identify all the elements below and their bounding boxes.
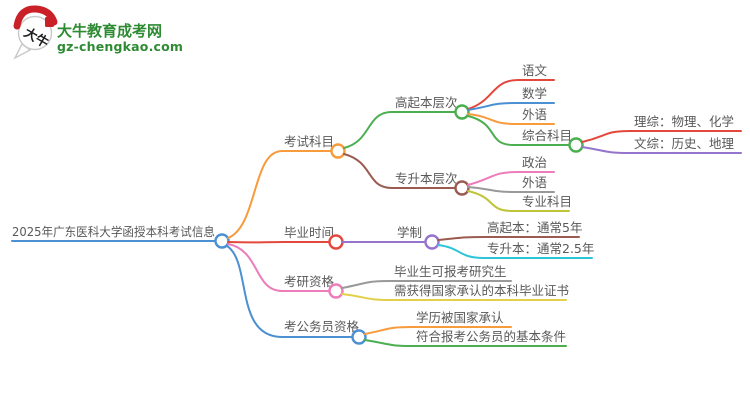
branch-chinese bbox=[467, 79, 555, 110]
node-circle-comprehensive-subject bbox=[568, 137, 584, 153]
speech-bubble-icon bbox=[17, 15, 53, 51]
label-math: 数学 bbox=[522, 86, 547, 101]
label-exam-subjects: 考试科目 bbox=[284, 134, 334, 149]
node-circle-civil-service-eligibility bbox=[351, 329, 367, 345]
label-gaoqiben-years: 高起本：通常5年 bbox=[487, 220, 582, 235]
label-foreign-language-2: 外语 bbox=[522, 175, 547, 190]
logo-red-arc bbox=[13, 5, 58, 30]
node-circle-exam-subjects bbox=[330, 143, 346, 159]
branch-foreign-language-1 bbox=[467, 113, 555, 125]
seal-stamp-icon bbox=[45, 17, 54, 27]
label-civil-service-eligibility: 考公务员资格 bbox=[284, 319, 360, 334]
branch-math bbox=[467, 102, 555, 111]
branch-science-comprehensive bbox=[581, 130, 742, 143]
label-science-comprehensive: 理综：物理、化学 bbox=[634, 114, 734, 129]
branch-zhuanshengben-years bbox=[437, 244, 593, 259]
label-postgrad-eligibility: 考研资格 bbox=[284, 274, 335, 289]
label-graduation-time: 毕业时间 bbox=[284, 225, 334, 240]
branch-politics bbox=[467, 171, 555, 186]
label-major-subject: 专业科目 bbox=[522, 194, 572, 209]
branch-postgrad-note-1 bbox=[341, 280, 512, 289]
branch-major-subject bbox=[467, 190, 570, 212]
site-logo[interactable]: 大牛 大牛教育成考网 gz-chengkao.com bbox=[13, 5, 183, 60]
node-circle-postgrad-eligibility bbox=[328, 283, 344, 299]
root-node-circle bbox=[214, 233, 230, 249]
label-schooling-length: 学制 bbox=[397, 225, 422, 240]
label-chinese: 语文 bbox=[522, 63, 548, 78]
node-circle-gaoqiben-level bbox=[454, 104, 470, 120]
label-foreign-language-1: 外语 bbox=[522, 107, 547, 122]
site-name[interactable]: 大牛教育成考网 bbox=[57, 22, 162, 40]
label-gaoqiben-level: 高起本层次 bbox=[395, 95, 458, 110]
branch-liberal-comprehensive bbox=[581, 146, 742, 154]
branch-zhuanshengben-level bbox=[343, 153, 456, 189]
node-circle-schooling-length bbox=[424, 234, 440, 250]
label-zhuanshengben-level: 专升本层次 bbox=[395, 171, 458, 186]
branch-comprehensive-subject bbox=[467, 115, 570, 146]
branch-postgrad-note-2 bbox=[341, 293, 567, 301]
root-label: 2025年广东医科大学函授本科考试信息 bbox=[12, 224, 215, 239]
label-liberal-comprehensive: 文综：历史、地理 bbox=[634, 136, 735, 151]
node-circle-graduation-time bbox=[328, 234, 344, 250]
label-zhuanshengben-years: 专升本：通常2.5年 bbox=[487, 241, 594, 256]
site-domain[interactable]: gz-chengkao.com bbox=[57, 39, 183, 54]
node-circle-zhuanshengben-level bbox=[454, 180, 470, 196]
branch-foreign-language-2 bbox=[467, 186, 555, 193]
branch-gaoqiben-level bbox=[343, 111, 456, 149]
branch-postgrad-eligibility bbox=[227, 243, 330, 292]
branch-exam-subjects bbox=[227, 150, 332, 239]
label-postgrad-note-2: 需获得国家承认的本科毕业证书 bbox=[394, 283, 569, 298]
label-civil-note-1: 学历被国家承认 bbox=[416, 310, 504, 325]
branch-gaoqiben-years bbox=[437, 236, 580, 241]
branch-civil-note-2 bbox=[364, 339, 567, 347]
label-politics: 政治 bbox=[522, 155, 547, 170]
label-comprehensive-subject: 综合科目 bbox=[522, 128, 572, 143]
label-postgrad-note-1: 毕业生可报考研究生 bbox=[394, 264, 507, 279]
branch-civil-service-eligibility bbox=[226, 245, 353, 338]
label-civil-note-2: 符合报考公务员的基本条件 bbox=[416, 329, 566, 344]
branch-civil-note-1 bbox=[364, 326, 512, 335]
